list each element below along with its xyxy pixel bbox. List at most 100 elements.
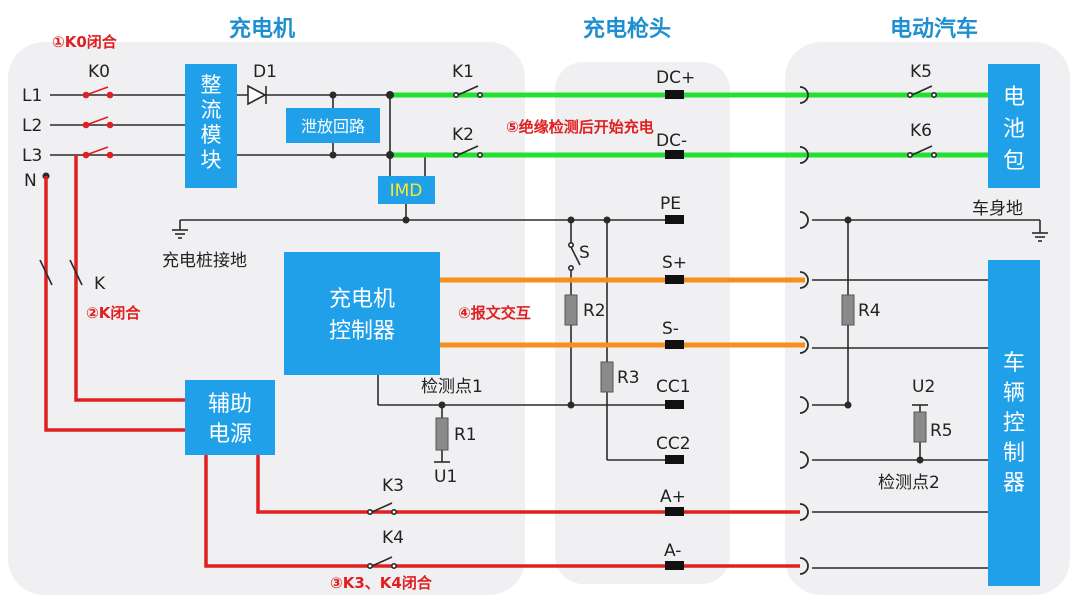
battery-char-1: 电 — [1003, 85, 1025, 110]
rectifier-char-1: 整 — [201, 73, 222, 97]
battery-char-2: 池 — [1003, 117, 1025, 142]
switch-k4 — [366, 556, 397, 569]
switch-k5 — [906, 85, 937, 99]
vehicle-controller-box — [988, 260, 1040, 586]
label-k4: K4 — [382, 528, 404, 548]
pin-cc2 — [665, 455, 684, 464]
resistors — [435, 294, 927, 451]
label-a-plus: A+ — [660, 487, 686, 507]
vehicle-sockets — [799, 86, 809, 575]
resistor-r4 — [841, 294, 855, 326]
resistor-r3 — [600, 361, 614, 393]
label-r5: R5 — [930, 421, 953, 441]
label-body-ground: 车身地 — [972, 199, 1023, 219]
pin-pe — [665, 215, 684, 224]
aux-line-2: 电源 — [208, 422, 252, 447]
label-k1: K1 — [452, 62, 474, 82]
rectifier-box — [185, 64, 237, 188]
pin-s-plus — [665, 275, 684, 284]
dc-bus-wiring — [390, 92, 988, 158]
vcu-char-2: 辆 — [1003, 381, 1025, 406]
label-cc2: CC2 — [656, 434, 691, 454]
battery-pack-box — [988, 64, 1040, 188]
label-r1: R1 — [454, 425, 477, 445]
step-5-label: ⑤绝缘检测后开始充电 — [506, 118, 654, 136]
switch-k3 — [366, 502, 397, 515]
battery-char-3: 包 — [1003, 149, 1025, 174]
rectifier-char-3: 模 — [201, 123, 222, 147]
rectifier-char-2: 流 — [201, 98, 222, 122]
label-l2: L2 — [22, 116, 42, 136]
label-dc-plus: DC+ — [656, 68, 695, 88]
label-s-minus: S- — [662, 319, 679, 339]
label-k2: K2 — [452, 125, 474, 145]
switch-k — [39, 259, 83, 286]
imd-box — [378, 176, 435, 204]
discharge-label: 泄放回路 — [301, 117, 365, 136]
label-r2: R2 — [583, 301, 606, 321]
switch-s — [567, 242, 581, 271]
label-r3: R3 — [617, 368, 640, 388]
label-k: K — [94, 274, 106, 294]
vcu-char-3: 控 — [1003, 411, 1025, 436]
label-d1: D1 — [253, 62, 277, 82]
step-4-label: ④报文交互 — [458, 304, 531, 322]
label-cc1: CC1 — [656, 377, 691, 397]
label-s-plus: S+ — [662, 253, 687, 273]
discharge-box — [286, 108, 380, 143]
imd-label: IMD — [390, 181, 423, 201]
label-k6: K6 — [910, 121, 932, 141]
header-charger: 充电机 — [229, 16, 295, 42]
label-l3: L3 — [22, 146, 42, 166]
gun-panel — [555, 62, 730, 584]
resistor-r2 — [564, 294, 578, 326]
header-gun: 充电枪头 — [583, 16, 671, 42]
aux-wiring — [44, 155, 800, 568]
pin-dc-plus — [665, 90, 684, 99]
step-3-label: ③K3、K4闭合 — [330, 574, 433, 592]
switch-k2 — [452, 145, 483, 159]
label-k3: K3 — [382, 476, 404, 496]
aux-line-1: 辅助 — [208, 392, 252, 417]
label-s: S — [579, 243, 590, 263]
gun-pins — [665, 90, 684, 570]
label-r4: R4 — [858, 301, 881, 321]
label-u2: U2 — [912, 377, 935, 397]
label-n: N — [24, 171, 37, 191]
step-1-label: ①K0闭合 — [52, 33, 118, 51]
label-pe: PE — [660, 194, 681, 214]
switch-k0 — [82, 86, 114, 159]
label-a-minus: A- — [664, 541, 681, 561]
pin-a-plus — [665, 507, 684, 516]
diode-d1 — [247, 84, 267, 106]
controller-line-2: 控制器 — [329, 319, 395, 344]
pin-s-minus — [665, 340, 684, 349]
switches — [39, 85, 937, 569]
resistor-r1 — [435, 417, 449, 451]
label-k5: K5 — [910, 62, 932, 82]
label-k0: K0 — [88, 62, 110, 82]
controller-line-1: 充电机 — [329, 287, 395, 312]
resistor-r5 — [913, 411, 927, 443]
label-pile-ground: 充电桩接地 — [162, 251, 247, 271]
label-detect-point-2: 检测点2 — [878, 473, 940, 493]
switch-k6 — [906, 145, 937, 159]
label-detect-point-1: 检测点1 — [421, 377, 483, 397]
switch-k1 — [452, 85, 483, 99]
rectifier-char-4: 块 — [201, 148, 222, 172]
label-dc-minus: DC- — [656, 131, 687, 151]
header-vehicle: 电动汽车 — [890, 16, 978, 42]
vcu-char-4: 制 — [1003, 441, 1025, 466]
pin-a-minus — [665, 561, 684, 570]
label-l1: L1 — [22, 86, 42, 106]
aux-power-box — [185, 380, 275, 455]
label-u1: U1 — [434, 467, 457, 487]
pin-cc1 — [665, 400, 684, 409]
charger-controller-box — [284, 252, 440, 375]
pin-dc-minus — [665, 150, 684, 159]
vcu-char-1: 车 — [1003, 351, 1025, 376]
vcu-char-5: 器 — [1003, 471, 1025, 496]
step-2-label: ②K闭合 — [86, 304, 141, 322]
comm-wiring — [440, 277, 805, 348]
